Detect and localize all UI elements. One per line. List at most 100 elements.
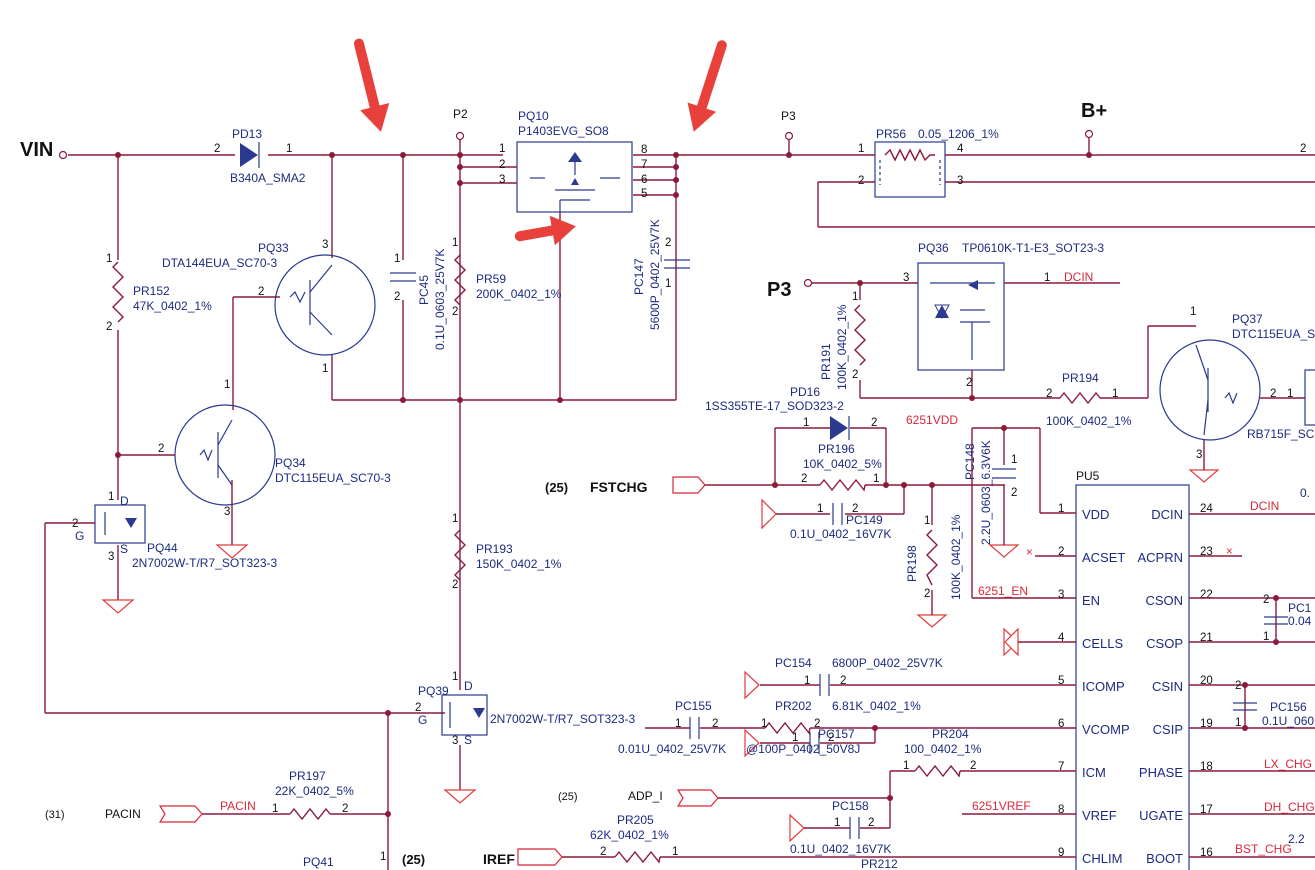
pin-label: 2 [858, 175, 864, 187]
pin-label: G [75, 529, 84, 543]
net-pacin: PACIN [220, 799, 256, 813]
pc147-capacitor [664, 259, 690, 269]
pc154-value: 6800P_0402_25V7K [832, 656, 943, 670]
no-connect-mark: × [1026, 547, 1033, 559]
pd13-value: B340A_SMA2 [230, 171, 306, 185]
pq36-value: TP0610K-T1-E3_SOT23-3 [962, 241, 1104, 255]
pc155-value: 0.01U_0402_25V7K [618, 742, 726, 756]
pu5-pin-number: 3 [1058, 589, 1064, 601]
pin-label: 1 [834, 817, 840, 829]
pin-label: 1 [1190, 306, 1196, 318]
pu5-ic-body [1075, 484, 1190, 870]
pc149-capacitor [832, 503, 843, 525]
iref-port [517, 848, 563, 866]
net-bplus: B+ [1081, 100, 1107, 122]
pr191-value: 100K_0402_1% [835, 304, 849, 390]
pc156-ref: PC156 [1270, 700, 1307, 714]
net-iref: IREF [483, 851, 515, 867]
annotation-arrow [687, 40, 727, 132]
pu5-pin-number: 23 [1200, 546, 1213, 558]
pu5-pin-name: CSIN [1152, 679, 1183, 694]
pin-label: 6 [641, 174, 647, 186]
pu5-pin-name: CELLS [1082, 636, 1124, 651]
pin-label: 2 [840, 675, 846, 687]
pin-label: 2 [924, 588, 930, 600]
pin-label: 2 [106, 321, 112, 333]
pr202-ref: PR202 [775, 699, 812, 713]
pr204-resistor [914, 764, 961, 778]
pin-label: 2 [868, 817, 874, 829]
pacin-label: PACIN [105, 807, 141, 821]
pc148-ref: PC148 [963, 443, 977, 480]
pr202-resistor [764, 721, 811, 735]
net-dcin: DCIN [1064, 270, 1093, 284]
pin-label: G [418, 713, 427, 727]
pd13-ref: PD13 [232, 127, 262, 141]
pin-label: 2 [814, 718, 820, 730]
pu5-pin-name: CSON [1145, 593, 1183, 608]
pr193-ref: PR193 [476, 542, 513, 556]
pc155-ref: PC155 [675, 699, 712, 713]
net-6251-en: 6251_EN [978, 584, 1028, 598]
pr197-ref: PR197 [289, 769, 326, 783]
pc148-capacitor [992, 468, 1016, 479]
pu5-pin-number: 6 [1058, 718, 1064, 730]
pin-label: 2 [342, 803, 348, 815]
pin-label: 2 [415, 702, 421, 714]
value-text: 2.2 [1288, 832, 1305, 846]
pr59-resistor [454, 254, 466, 306]
pd16-ref: PD16 [790, 385, 820, 399]
pin-label: 1 [924, 515, 930, 527]
pq33-value: DTA144EUA_SC70-3 [162, 256, 277, 270]
pr194-value: 100K_0402_1% [1046, 414, 1132, 428]
pc158-ref: PC158 [832, 799, 869, 813]
pc154-ref: PC154 [775, 656, 812, 670]
net-p3: P3 [781, 109, 796, 123]
pu5-pin-name: CSIP [1153, 722, 1183, 737]
pin-label: 1 [106, 253, 112, 265]
pin-label: 3 [957, 175, 963, 187]
pu5-pin-name: CSOP [1146, 636, 1183, 651]
pc148-value: 2.2U_0603_6.3V6K [979, 440, 993, 545]
pq39-value: 2N7002W-T/R7_SOT323-3 [490, 712, 636, 726]
p3-testpoint [784, 131, 794, 141]
pin-label: 1 [1011, 454, 1017, 466]
adp-i-port [676, 789, 719, 807]
pc155-capacitor [689, 717, 700, 739]
pin-label: 2 [1235, 680, 1241, 692]
pc157-value: @100P_0402_50V8J [746, 742, 860, 756]
pin-label: 2 [665, 237, 671, 249]
pu5-pin-name: ICM [1082, 765, 1106, 780]
pin-label: 1 [452, 513, 458, 525]
pq37-transistor [1159, 339, 1315, 441]
pu5-pin-number: 24 [1200, 503, 1213, 515]
pr204-value: 100_0402_1% [904, 742, 982, 756]
pc149-value: 0.1U_0402_16V7K [790, 527, 891, 541]
pacin-sheet-ref: (31) [45, 809, 65, 821]
pq36-section-wires [812, 282, 1305, 470]
pc154-capacitor [819, 674, 830, 696]
pr56-ref: PR56 [876, 127, 906, 141]
pc147-ref: PC147 [632, 258, 646, 295]
rb715-value: RB715F_SC [1247, 427, 1315, 441]
pin-label: 2 [452, 579, 458, 591]
pq39-ref: PQ39 [418, 684, 449, 698]
pin-label: 2 [1011, 487, 1017, 499]
pu5-pin-name: CHLIM [1082, 851, 1122, 866]
pc157-ref: PC157 [818, 727, 855, 741]
pin-label: 1 [108, 491, 114, 503]
pu5-ref: PU5 [1076, 469, 1100, 483]
pu5-pin-name: DCIN [1151, 507, 1183, 522]
pc45-ref: PC45 [417, 275, 431, 305]
pin-label: 1 [380, 851, 386, 863]
vin-terminal [58, 150, 68, 160]
bplus-testpoint [1084, 129, 1094, 139]
pin-label: 1 [858, 143, 864, 155]
pin-label: 2 [72, 518, 78, 530]
pin-label: 1 [1287, 388, 1293, 400]
pin-label: 2 [258, 286, 264, 298]
pu5-pin-name: PHASE [1139, 765, 1183, 780]
pin-label: 1 [272, 803, 278, 815]
net-p3-left: P3 [767, 279, 791, 301]
